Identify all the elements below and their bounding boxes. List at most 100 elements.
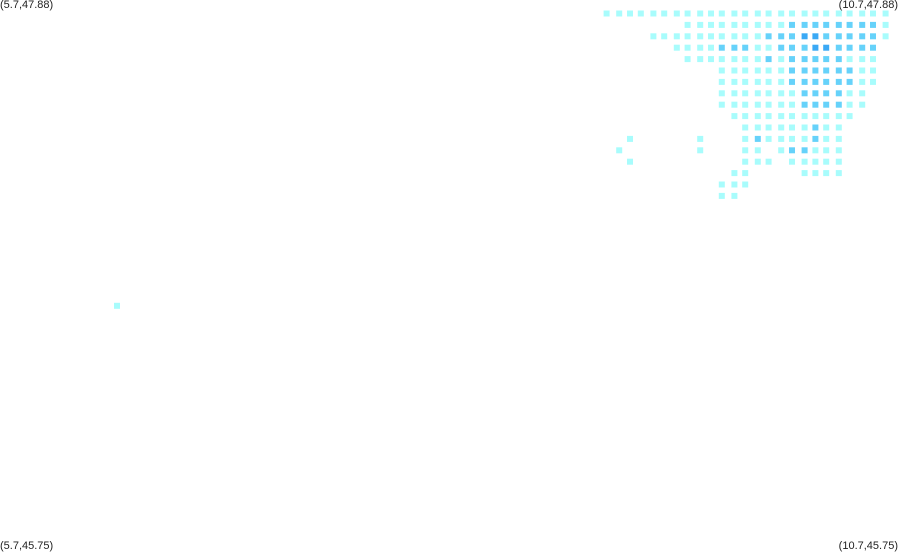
heat-cell [637,10,644,17]
heat-cell [731,192,738,199]
heat-cell [708,33,714,40]
heat-cell [778,44,785,51]
heat-cell [765,21,772,28]
heat-cell [697,10,704,17]
heat-cell [742,135,749,142]
heat-cell [731,33,738,40]
heat-cell [708,56,714,63]
heat-cell [754,56,761,63]
heat-cell [778,67,785,74]
heat-cell [823,78,830,85]
heat-cell [718,21,725,28]
heat-cell [742,78,749,85]
heat-cell [812,113,819,120]
heat-cell [754,67,761,74]
heat-cell [846,56,853,63]
heat-cell [823,170,830,177]
heat-cell [870,10,876,17]
heat-cell [846,33,853,40]
heat-cell [627,135,633,142]
heat-cell [846,10,853,17]
heat-cell [812,90,819,97]
heat-cell [789,158,795,165]
heat-cell [731,181,738,188]
heat-cell [754,124,761,131]
heat-cell [789,10,795,17]
heat-cell [835,135,842,142]
heat-cell [742,56,749,63]
heat-cell [778,101,785,108]
corner-label-bottom-right: (10.7,45.75) [838,540,898,552]
heat-cell [778,147,785,154]
heat-cell [835,67,842,74]
heat-cell [684,56,691,63]
heat-cell [742,10,749,17]
heat-cell [801,147,808,154]
heat-cell [801,21,808,28]
heat-cell [661,33,668,40]
heat-cell [846,90,853,97]
heat-cell [718,181,725,188]
heat-cell [718,192,725,199]
heat-cell [754,135,761,142]
heat-cell [742,158,749,165]
heat-cell [835,56,842,63]
heat-cell [823,158,830,165]
heat-cell [697,44,704,51]
heat-cell [812,158,819,165]
heat-cell [742,147,749,154]
heat-cell [708,10,714,17]
heat-cell [789,56,795,63]
heat-cell [754,90,761,97]
heat-cell [627,10,633,17]
heat-cell [882,21,889,28]
heat-cell [742,124,749,131]
heat-cell [718,44,725,51]
heat-cell [114,302,120,309]
heat-cell [708,44,714,51]
heat-cell [823,113,830,120]
heat-cell [812,101,819,108]
heat-cell [835,78,842,85]
heat-cell [742,101,749,108]
heat-cell [697,33,704,40]
heat-cell [859,78,866,85]
heat-cell [812,170,819,177]
heat-cell [718,101,725,108]
heat-cell [835,33,842,40]
heat-cell [870,56,876,63]
heat-cell [789,21,795,28]
heat-cell [789,90,795,97]
heat-cell [789,113,795,120]
heat-cell [603,10,610,17]
heat-cell [742,44,749,51]
heat-cell [801,56,808,63]
heat-cell [801,113,808,120]
heat-cell [801,101,808,108]
heat-cell [742,33,749,40]
heat-cell [754,33,761,40]
heat-cell [823,56,830,63]
heat-cell [616,147,623,154]
heat-cell [859,10,866,17]
heat-cell [846,21,853,28]
heat-cell [812,56,819,63]
heat-cell [684,21,691,28]
heat-cell [708,21,714,28]
heat-cell [754,21,761,28]
heat-cell [859,101,866,108]
heat-cell [801,78,808,85]
heat-cell [778,21,785,28]
heat-cell [650,33,657,40]
heat-cell [684,33,691,40]
heat-cell [823,67,830,74]
heat-cell [742,90,749,97]
heat-cell [742,113,749,120]
heat-cell [823,44,830,51]
heat-cell [801,135,808,142]
heat-cell [731,56,738,63]
heat-cell [801,10,808,17]
heat-cell [742,67,749,74]
